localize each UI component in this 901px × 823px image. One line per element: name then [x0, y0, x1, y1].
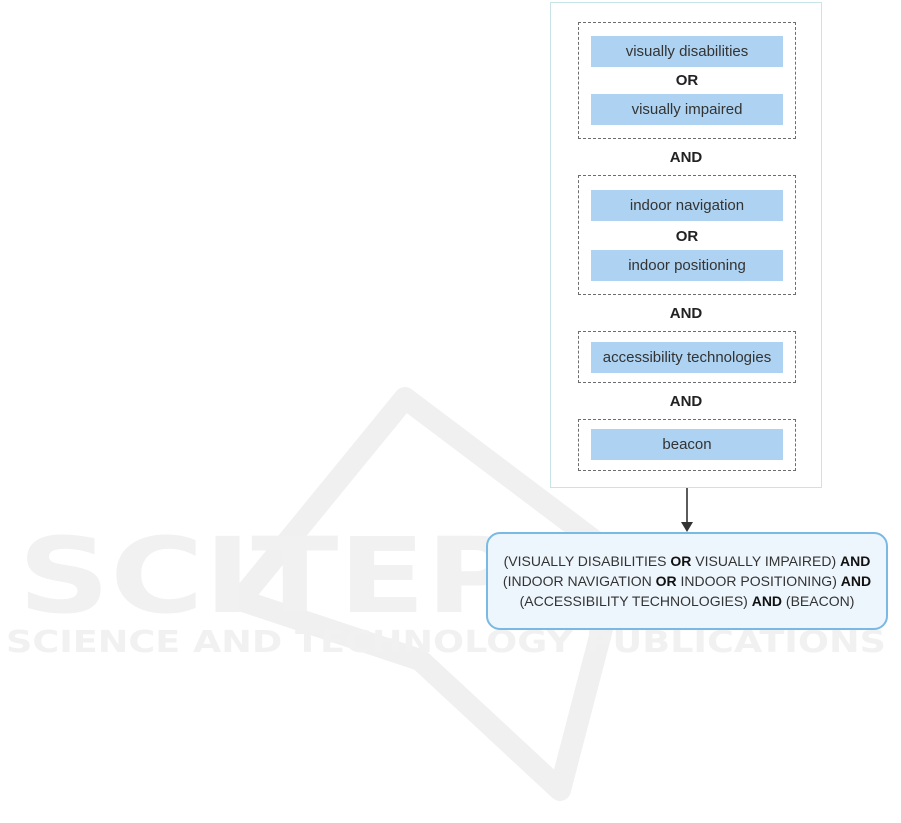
search-terms-container: [550, 2, 822, 488]
watermark-subtitle: SCIENCE AND TECHNOLOGY PUBLICATIONS: [6, 625, 886, 660]
operator-and: AND: [669, 393, 703, 410]
operator-and: AND: [669, 149, 703, 166]
term-group-indoor: [578, 175, 796, 295]
term-accessibility-technologies: accessibility technologies: [591, 342, 783, 373]
query-line-1: (VISUALLY DISABILITIES OR VISUALLY IMPAI…: [503, 553, 871, 569]
query-line-3: (ACCESSIBILITY TECHNOLOGIES) AND (BEACON…: [519, 593, 855, 609]
operator-or: OR: [675, 72, 699, 89]
term-group-accessibility: [578, 331, 796, 383]
flow-arrow-down-icon: [681, 488, 693, 532]
term-indoor-navigation: indoor navigation: [591, 190, 783, 221]
operator-and: AND: [669, 305, 703, 322]
term-indoor-positioning: indoor positioning: [591, 250, 783, 281]
combined-query-box: (VISUALLY DISABILITIES OR VISUALLY IMPAI…: [486, 532, 888, 630]
term-group-beacon: [578, 419, 796, 471]
term-group-disabilities: [578, 22, 796, 139]
term-beacon: beacon: [591, 429, 783, 460]
term-visually-disabilities: visually disabilities: [591, 36, 783, 67]
operator-or: OR: [675, 228, 699, 245]
term-visually-impaired: visually impaired: [591, 94, 783, 125]
watermark-book-shape: [229, 387, 631, 801]
query-line-2: (INDOOR NAVIGATION OR INDOOR POSITIONING…: [502, 573, 872, 589]
